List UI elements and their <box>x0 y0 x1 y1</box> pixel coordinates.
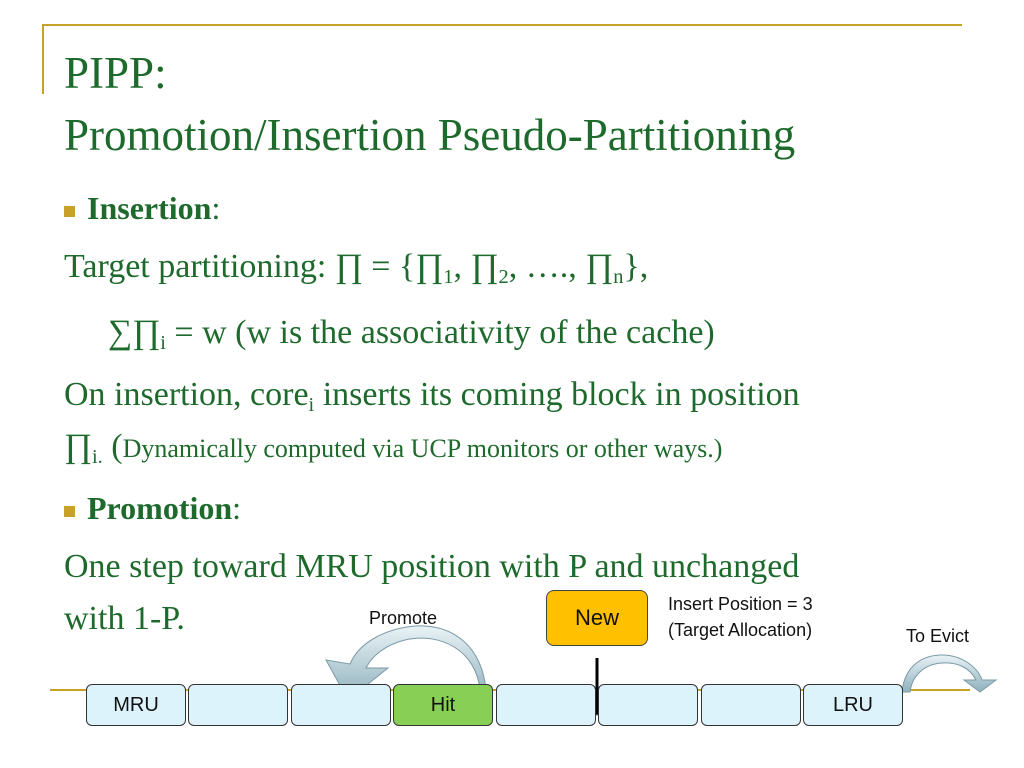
promotion-line-1: One step toward MRU position with P and … <box>64 548 800 585</box>
cache-cell <box>291 684 391 726</box>
cache-cell-hit: Hit <box>393 684 493 726</box>
title-line-2: Promotion/Insertion Pseudo-Partitioning <box>64 110 796 160</box>
insert-position-label: Insert Position = 3 (Target Allocation) <box>668 594 813 640</box>
title-line-1: PIPP: <box>64 48 167 98</box>
top-rule <box>42 24 962 26</box>
cache-cell <box>496 684 596 726</box>
sum-line: ∑∏i = w (w is the associativity of the c… <box>108 314 715 355</box>
evict-arrow-icon <box>901 654 998 693</box>
cache-cell-lru: LRU <box>803 684 903 726</box>
insertion-line-2: ∏i. (Dynamically computed via UCP monito… <box>64 428 723 469</box>
target-partitioning-line: Target partitioning: ∏ = {∏1, ∏2, …., ∏n… <box>64 248 649 289</box>
insertion-line-1: On insertion, corei inserts its coming b… <box>64 376 800 417</box>
cache-cell <box>188 684 288 726</box>
new-block: New <box>546 590 648 646</box>
cache-cell <box>598 684 698 726</box>
bullet-square-icon <box>64 206 75 218</box>
promote-arrow-icon <box>325 625 487 701</box>
left-rule <box>42 24 44 94</box>
cache-cell <box>701 684 801 726</box>
evict-label: To Evict <box>906 626 970 646</box>
promotion-line-2: with 1-P. <box>64 600 185 637</box>
promotion-bullet: Promotion: <box>64 490 241 527</box>
insertion-heading: Insertion <box>87 190 212 226</box>
slide-title: PIPP: Promotion/Insertion Pseudo-Partiti… <box>64 42 795 166</box>
bullet-square-icon <box>64 506 75 518</box>
promote-label: Promote <box>369 608 438 628</box>
promotion-heading: Promotion <box>87 490 233 526</box>
cache-cell-mru: MRU <box>86 684 186 726</box>
insertion-bullet: Insertion: <box>64 190 220 227</box>
